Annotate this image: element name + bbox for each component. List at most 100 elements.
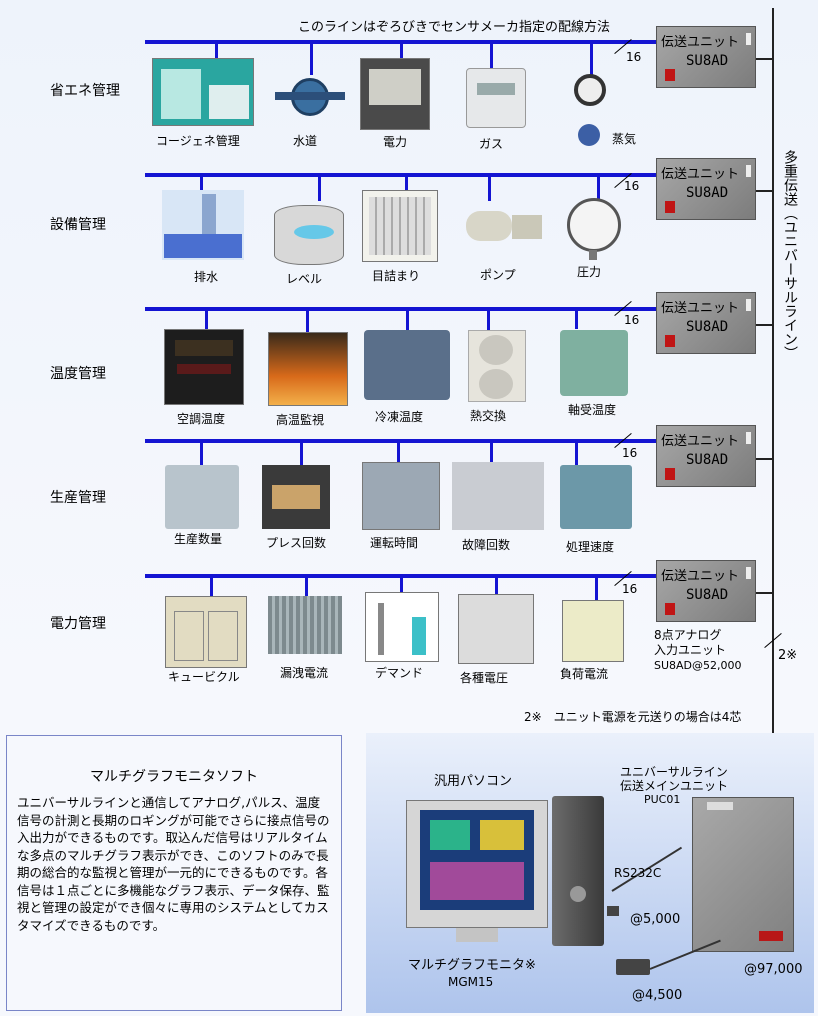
category-label-facility: 設備管理 xyxy=(50,217,106,233)
ac-temperature-controller-image xyxy=(164,329,244,405)
transmission-unit: 伝送ユニット SU8AD xyxy=(656,425,756,487)
item-label: 故障回数 xyxy=(462,538,511,552)
count-label: 16 xyxy=(624,179,640,193)
multiplex-trunk-line xyxy=(772,8,774,800)
unit-tag-icon xyxy=(746,33,751,45)
main-unit-caption: ユニバーサルライン 伝送メインユニット PUC01 xyxy=(620,765,728,807)
item-label: プレス回数 xyxy=(266,536,327,550)
multiplex-label: 多重伝送（ユニバーサルライン） xyxy=(782,150,798,360)
unit-model: SU8AD xyxy=(686,319,729,335)
drop-line xyxy=(406,307,409,335)
item-label: ポンプ xyxy=(480,268,516,282)
monitor-software-caption: マルチグラフモニタ※ MGM15 xyxy=(408,958,536,990)
item-label: 蒸気 xyxy=(612,132,637,146)
unit-name: 伝送ユニット xyxy=(661,301,740,316)
load-current-panel-image xyxy=(562,600,624,662)
software-description: ユニバーサルラインと通信してアナログ,パルス、温度信号の計測と長期のロギングが可… xyxy=(17,795,330,933)
count-label: 16 xyxy=(622,582,638,596)
main-unit-line2: 伝送メインユニット xyxy=(620,779,729,793)
wire-count-label: 2※ xyxy=(778,648,798,663)
unit-badge-icon xyxy=(665,603,675,615)
electric-meter-image xyxy=(360,58,430,130)
item-label: 圧力 xyxy=(577,265,602,279)
cubicle-image xyxy=(165,596,247,668)
unit-model: SU8AD xyxy=(686,185,729,201)
rs232c-cable xyxy=(607,906,619,916)
footnote: 2※ ユニット電源を元送りの場合は4芯 xyxy=(524,710,742,724)
drop-line xyxy=(310,40,313,75)
power-adapter-icon xyxy=(616,959,650,975)
filter-clog-image xyxy=(362,190,438,262)
unit-tag-icon xyxy=(746,299,751,311)
pc-label: 汎用パソコン xyxy=(434,774,513,789)
pressure-gauge-image xyxy=(565,198,625,260)
main-unit-line1: ユニバーサルライン xyxy=(620,765,728,779)
transmission-unit: 伝送ユニット SU8AD xyxy=(656,26,756,88)
item-label: 空調温度 xyxy=(177,412,226,426)
item-label: 水道 xyxy=(293,134,318,148)
wiring-note: このラインはぞろびきでセンサメーカ指定の配線方法 xyxy=(298,20,611,35)
main-unit-model: PUC01 xyxy=(644,793,681,806)
analog-unit-price: SU8AD@52,000 xyxy=(654,659,742,672)
drop-line xyxy=(215,40,218,60)
item-label: 熱交換 xyxy=(470,409,507,423)
failure-count-image xyxy=(452,462,544,530)
heat-exchanger-image xyxy=(468,330,526,402)
transmission-unit: 伝送ユニット SU8AD xyxy=(656,560,756,622)
item-label: 高温監視 xyxy=(276,413,325,427)
unit-name: 伝送ユニット xyxy=(661,434,740,449)
gas-meter-image xyxy=(466,68,526,128)
cogeneration-panel-image xyxy=(152,58,254,126)
unit-tag-icon xyxy=(746,432,751,444)
drop-line xyxy=(495,574,498,596)
item-label: 冷凍温度 xyxy=(375,410,424,424)
drop-line xyxy=(575,439,578,465)
item-label: 運転時間 xyxy=(370,536,419,550)
bus-line-row4 xyxy=(145,439,658,443)
level-tank-image xyxy=(268,195,350,267)
count-label: 16 xyxy=(622,446,638,460)
drop-line xyxy=(200,439,203,465)
bus-line-row2 xyxy=(145,173,658,177)
drop-line xyxy=(595,574,598,600)
demand-chart-image xyxy=(365,592,439,662)
drop-line xyxy=(210,574,213,596)
analog-unit-line2: 入力ユニット xyxy=(654,643,727,657)
item-label: 処理速度 xyxy=(566,540,615,554)
unit-badge-icon xyxy=(665,201,675,213)
item-label: コージェネ管理 xyxy=(156,134,240,148)
press-machine-image xyxy=(262,465,330,529)
category-label-temperature: 温度管理 xyxy=(50,366,106,382)
rs232c-label: RS232C xyxy=(614,866,662,880)
item-label: 漏洩電流 xyxy=(280,666,329,680)
drop-line xyxy=(205,307,208,329)
monitor-software-name: マルチグラフモニタ※ xyxy=(408,958,536,973)
monitor-software-model: MGM15 xyxy=(448,975,494,989)
unit-name: 伝送ユニット xyxy=(661,167,740,182)
main-unit-image xyxy=(692,797,794,952)
voltage-panel-image xyxy=(458,594,534,664)
rs232c-price: @5,000 xyxy=(630,912,681,927)
drop-line xyxy=(490,40,493,70)
item-label: 負荷電流 xyxy=(560,667,609,681)
unit-model: SU8AD xyxy=(686,53,729,69)
unit-model: SU8AD xyxy=(686,587,729,603)
steam-meter-image xyxy=(570,70,610,158)
item-label: キュービクル xyxy=(168,670,240,684)
item-label: 排水 xyxy=(194,270,219,284)
drop-line xyxy=(490,439,493,465)
category-label-energy: 省エネ管理 xyxy=(50,83,120,99)
drop-line xyxy=(305,574,308,596)
unit-name: 伝送ユニット xyxy=(661,35,740,50)
unit-name: 伝送ユニット xyxy=(661,569,740,584)
drop-line xyxy=(597,173,600,203)
drop-line xyxy=(300,439,303,465)
drop-line xyxy=(318,173,321,201)
bearing-temperature-image xyxy=(560,330,628,396)
drop-line xyxy=(575,307,578,329)
drop-line xyxy=(487,307,490,331)
production-machine-image xyxy=(165,465,239,529)
processing-speed-image xyxy=(560,465,632,529)
computer-monitor-image xyxy=(406,800,548,950)
drop-line xyxy=(397,439,400,465)
